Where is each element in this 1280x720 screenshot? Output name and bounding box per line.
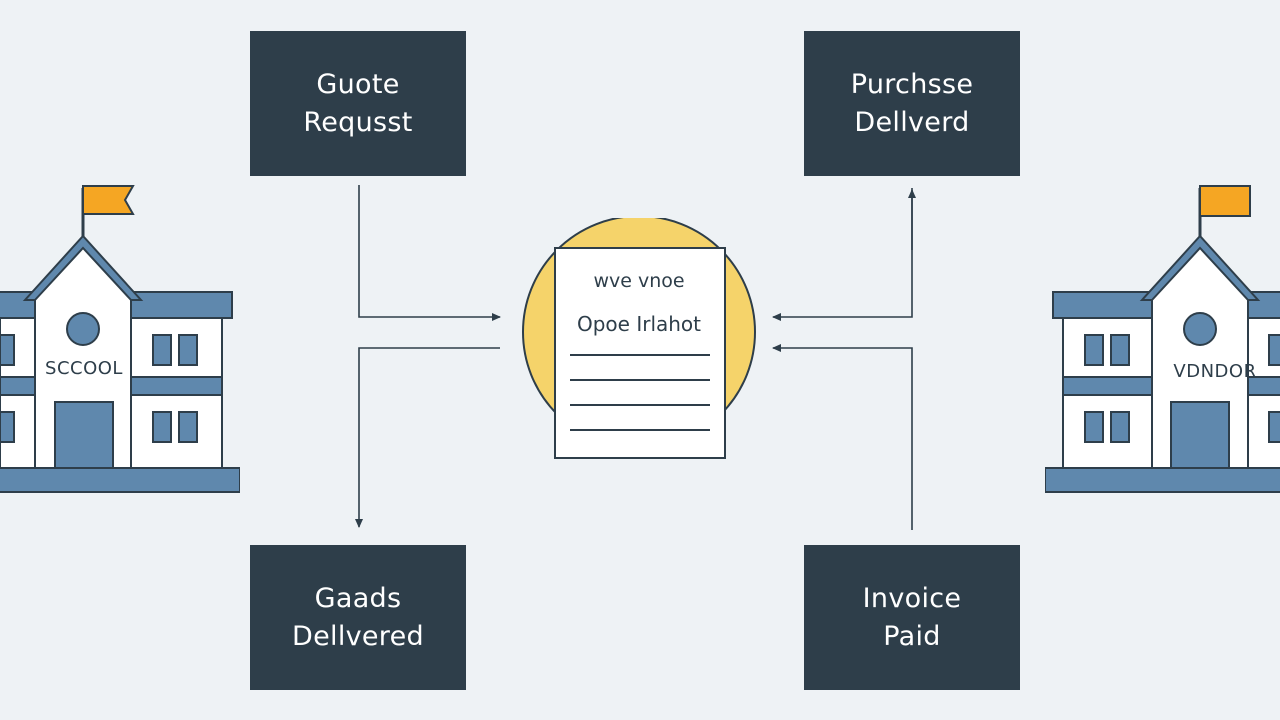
quote-request-line-1: Guote	[316, 68, 400, 100]
vendor-label: VDNDOR	[1173, 361, 1257, 382]
purchase-delivered-box: Purchsse Dellverd	[804, 31, 1020, 176]
quote-request-line-2: Requsst	[303, 106, 413, 138]
document-icon	[522, 218, 756, 459]
goods-delivered-line-2: Dellvered	[292, 620, 424, 652]
invoice-paid-line-1: Invoice	[862, 582, 962, 614]
invoice-paid-box: Invoice Paid	[804, 545, 1020, 690]
connector-document-to-goods	[355, 347, 500, 528]
document-heading: wve vnoe	[593, 270, 685, 292]
connector-purchase-to-document	[772, 188, 913, 321]
connector-invoice-to-document	[772, 344, 913, 530]
purchase-delivered-line-2: Dellverd	[854, 106, 970, 138]
purchase-delivered-line-1: Purchsse	[850, 68, 974, 100]
invoice-paid-line-2: Paid	[883, 620, 941, 652]
school-label: SCCOOL	[45, 358, 123, 379]
goods-delivered-box: Gaads Dellvered	[250, 545, 466, 690]
vendor-building-icon	[1045, 185, 1280, 493]
document-subheading: Opoe Irlahot	[576, 312, 702, 336]
goods-delivered-line-1: Gaads	[314, 582, 402, 614]
quote-request-box: Guote Requsst	[250, 31, 466, 176]
school-building-icon	[0, 185, 240, 493]
connector-quote-to-document	[358, 185, 501, 321]
